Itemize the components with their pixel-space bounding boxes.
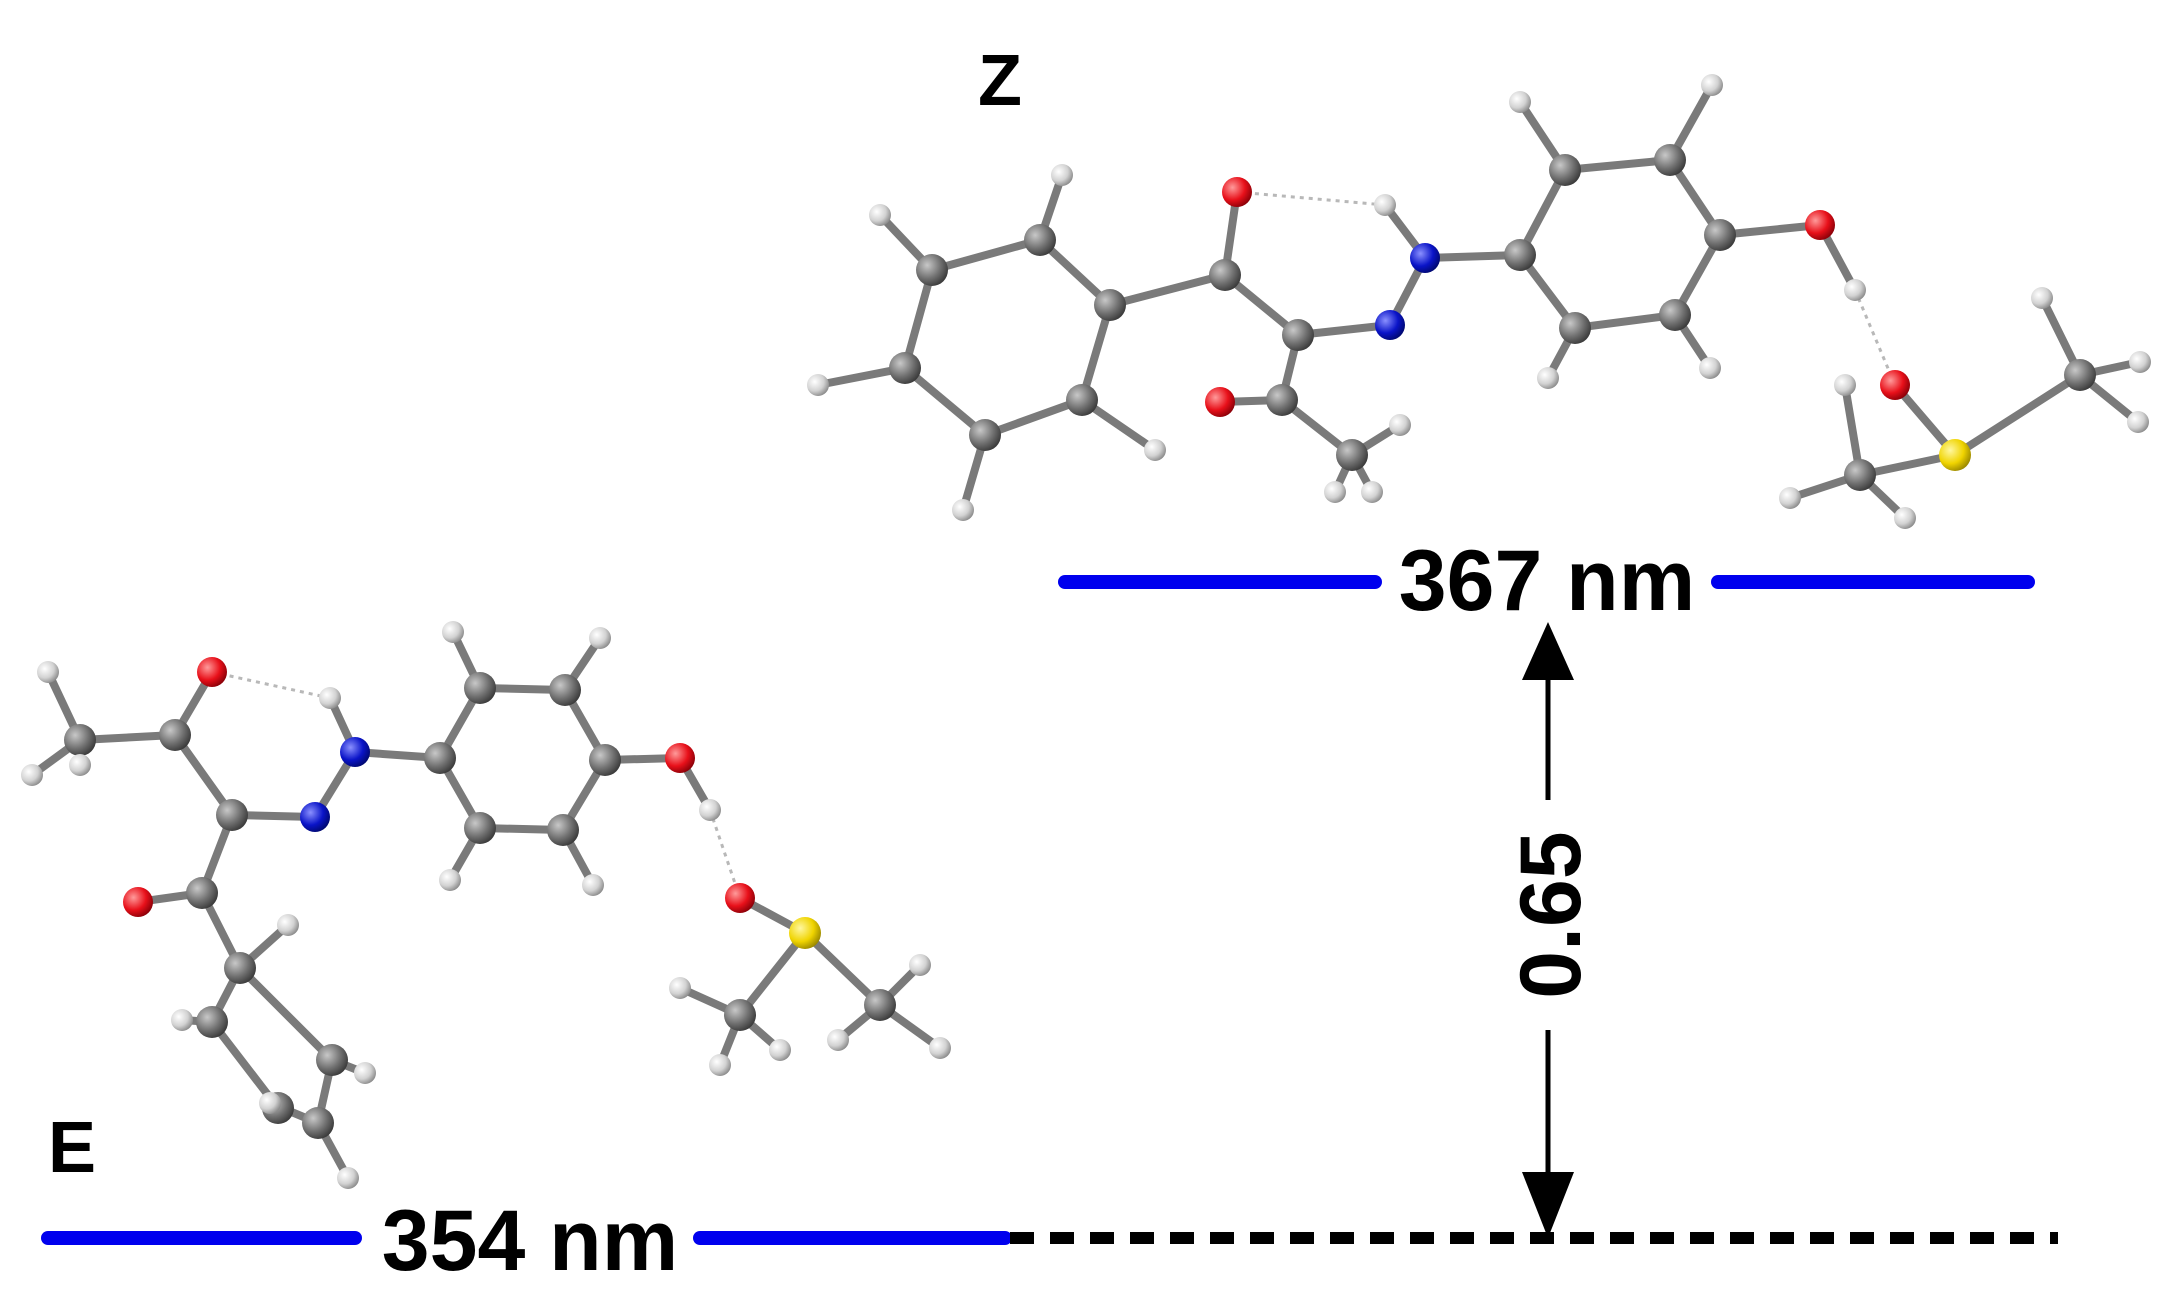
e-bonds bbox=[28, 628, 944, 1182]
e-isomer-molecule bbox=[21, 621, 951, 1189]
e-hbond-2 bbox=[708, 809, 742, 899]
e-isomer-label: E bbox=[48, 1108, 96, 1188]
z-hbond-2 bbox=[1853, 289, 1897, 386]
z-isomer-molecule bbox=[807, 74, 2151, 529]
z-hbond-1 bbox=[1236, 190, 1386, 207]
z-wavelength-label: 367 nm bbox=[1399, 533, 1695, 629]
energy-gap-arrow bbox=[1522, 622, 1574, 1238]
arrow-head-down bbox=[1522, 1172, 1574, 1238]
arrow-head-up bbox=[1522, 622, 1574, 680]
z-isomer-label: Z bbox=[978, 41, 1022, 121]
e-hbond-1 bbox=[211, 670, 331, 700]
e-atoms bbox=[21, 621, 951, 1189]
z-atoms bbox=[807, 74, 2151, 529]
energy-gap-label: 0.65 bbox=[1503, 831, 1599, 998]
e-wavelength-label: 354 nm bbox=[382, 1193, 678, 1289]
